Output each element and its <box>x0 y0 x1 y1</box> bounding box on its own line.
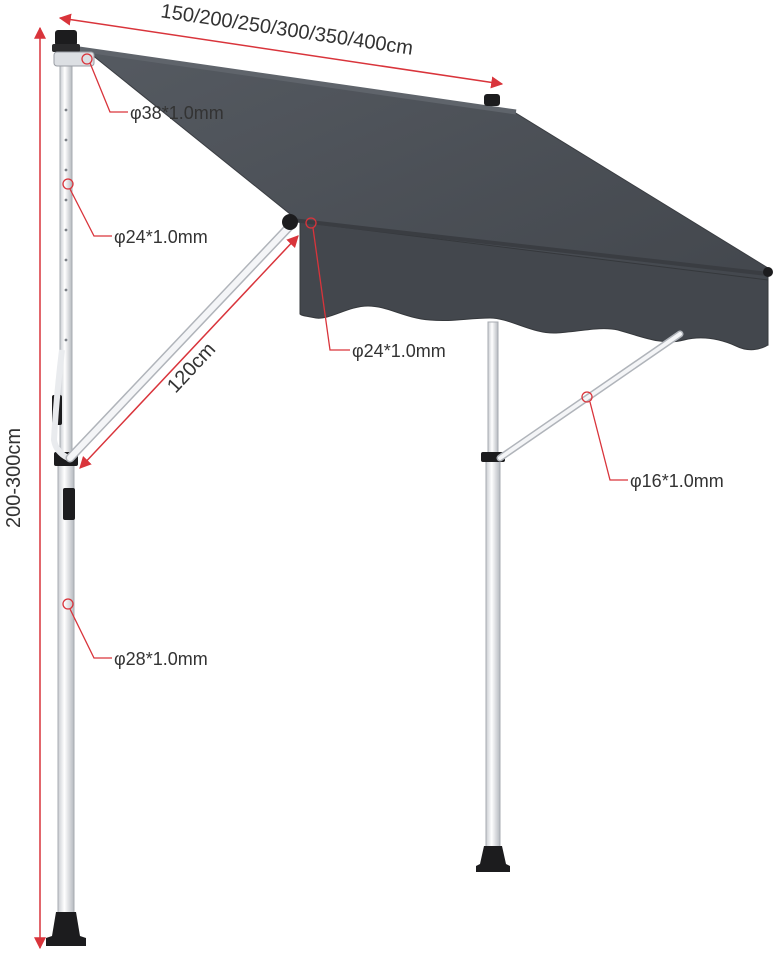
left-lower-clamp <box>63 488 75 520</box>
left-hinge-bend <box>50 349 70 461</box>
left-support-arm <box>65 214 298 463</box>
left-top-cap <box>55 30 77 46</box>
height-dimension-label: 200-300cm <box>3 428 25 528</box>
callout-marker-upper-pole <box>62 178 74 190</box>
callout-leaders <box>62 53 628 659</box>
right-upper-pole <box>487 321 499 459</box>
top-bar-label: φ38*1.0mm <box>130 103 224 123</box>
front-bar-label: φ24*1.0mm <box>352 341 446 361</box>
left-pole-assembly <box>46 30 95 946</box>
right-lower-pole <box>485 457 501 849</box>
width-dimension-line <box>58 13 504 89</box>
arm-front-joint <box>282 214 298 230</box>
lower-pole-label: φ28*1.0mm <box>114 649 208 669</box>
left-lower-pole <box>57 461 75 921</box>
upper-pole-label: φ24*1.0mm <box>114 227 208 247</box>
right-bar-cap <box>763 267 773 277</box>
callout-marker-top-bar <box>81 53 93 65</box>
dimension-lines <box>34 13 504 950</box>
right-pole-assembly <box>476 94 773 872</box>
right-top-cap <box>484 94 500 106</box>
support-strut-label: φ16*1.0mm <box>630 471 724 491</box>
callout-labels: φ38*1.0mm φ24*1.0mm φ24*1.0mm φ16*1.0mm … <box>114 103 724 669</box>
right-foot <box>476 846 510 872</box>
left-pole-holes <box>64 108 68 342</box>
callout-marker-support-strut <box>581 391 593 403</box>
width-dimension-label: 150/200/250/300/350/400cm <box>159 0 414 59</box>
callout-marker-lower-pole <box>62 598 74 610</box>
front-roller-bar <box>291 218 769 276</box>
callout-marker-front-bar <box>305 217 317 229</box>
arm-dimension-line <box>79 235 299 469</box>
left-foot <box>46 912 86 946</box>
scalloped-valance <box>299 221 769 351</box>
awning-fabric <box>71 45 769 351</box>
